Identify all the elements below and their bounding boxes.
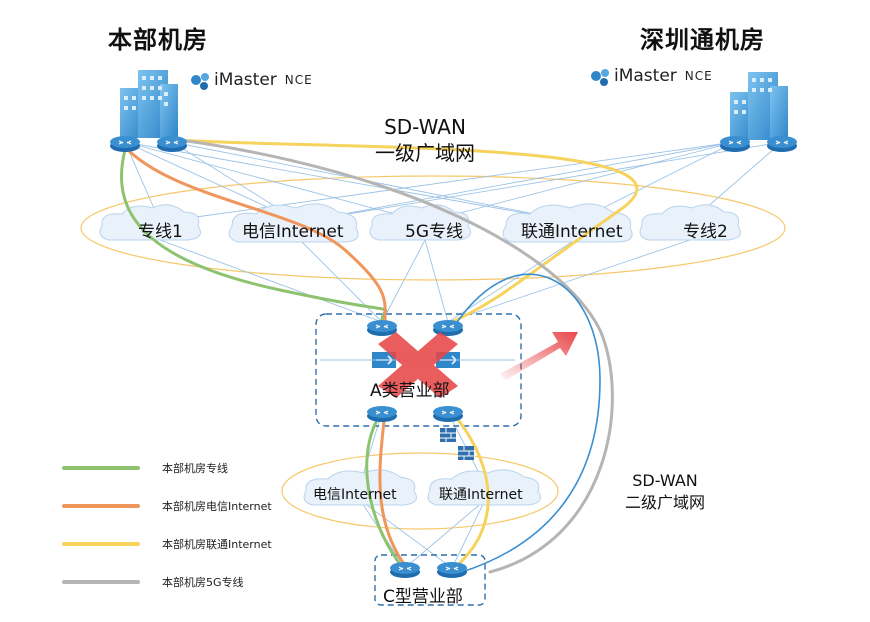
nce-brand: iMaster xyxy=(214,70,277,90)
cloud-wan2-1 xyxy=(303,469,417,506)
site-c-label: C型营业部 xyxy=(383,587,463,607)
hq-title: 本部机房 xyxy=(108,26,208,54)
cloud-wan1-3 xyxy=(369,204,471,241)
wan2-ring xyxy=(281,452,559,530)
site-a-box xyxy=(315,313,522,427)
legend-label: 本部机房5G专线 xyxy=(162,576,244,589)
legend: 本部机房专线 本部机房电信Internet 本部机房联通Internet 本部机… xyxy=(62,459,272,591)
legend-swatch-gray xyxy=(62,580,140,584)
legend-swatch-yellow xyxy=(62,542,140,546)
legend-item: 本部机房电信Internet xyxy=(62,497,272,515)
nce-suffix: NCE xyxy=(684,69,713,83)
router-icon-site-a-top-1 xyxy=(367,320,397,336)
legend-swatch-orange xyxy=(62,504,140,508)
sz-nce-label: iMaster NCE xyxy=(614,66,713,86)
cloud-wan1-4 xyxy=(502,203,633,243)
hq-nce-label: iMaster NCE xyxy=(214,70,313,90)
cloud-label-wan2-telecom: 电信Internet xyxy=(313,487,397,503)
legend-item: 本部机房专线 xyxy=(62,459,272,477)
wan1-title-line1: SD-WAN xyxy=(384,115,466,139)
cloud-wan2-2 xyxy=(427,469,541,506)
wan2-title-line1: SD-WAN xyxy=(632,471,698,490)
site-a-label: A类营业部 xyxy=(370,381,450,401)
wan1-title-line2: 一级广域网 xyxy=(375,141,475,165)
wan2-title: SD-WAN 二级广域网 xyxy=(610,470,720,514)
legend-item: 本部机房联通Internet xyxy=(62,535,272,553)
sz-title: 深圳通机房 xyxy=(640,26,765,54)
path-yellow-unicom xyxy=(173,138,639,570)
router-icon-sz-2 xyxy=(767,136,797,152)
nce-suffix: NCE xyxy=(284,73,313,87)
wan2-clouds xyxy=(303,469,541,506)
routers xyxy=(110,136,797,578)
wan2-title-line2: 二级广域网 xyxy=(624,493,705,512)
legend-swatch-green xyxy=(62,466,140,470)
router-icon-site-c-2 xyxy=(437,562,467,578)
path-blue-wan2 xyxy=(454,273,601,573)
path-orange-telecom xyxy=(126,148,409,570)
router-icon-hq-1 xyxy=(110,136,140,152)
sz-building-icon xyxy=(730,72,788,140)
router-icon-site-a-bottom-1 xyxy=(367,406,397,422)
wan1-title: SD-WAN 一级广域网 xyxy=(355,114,495,166)
router-icon-hq-2 xyxy=(157,136,187,152)
hq-building-icon xyxy=(120,70,178,138)
firewall-icon-1 xyxy=(440,428,456,442)
site-c-box xyxy=(374,554,486,606)
reroute-arrow-icon xyxy=(500,332,578,380)
cloud-label-5g-dedicated: 5G专线 xyxy=(405,222,463,242)
cloud-wan1-1 xyxy=(99,204,201,241)
legend-item: 本部机房5G专线 xyxy=(62,573,272,591)
firewall-icon-2 xyxy=(458,446,474,460)
router-icon-site-a-top-2 xyxy=(433,320,463,336)
cloud-label-dedicated-1: 专线1 xyxy=(138,222,183,242)
wan1-ring xyxy=(80,175,786,281)
cloud-label-telecom-internet: 电信Internet xyxy=(242,222,344,242)
legend-label: 本部机房专线 xyxy=(162,462,228,475)
cloud-wan1-5 xyxy=(639,204,741,241)
legend-label: 本部机房联通Internet xyxy=(162,538,272,551)
path-gray-5g xyxy=(178,138,614,574)
router-icon-site-c-1 xyxy=(390,562,420,578)
router-icon-site-a-bottom-2 xyxy=(433,406,463,422)
router-icon-sz-1 xyxy=(720,136,750,152)
cloud-label-dedicated-2: 专线2 xyxy=(683,222,728,242)
fault-cross-icon xyxy=(378,332,458,398)
legend-label: 本部机房电信Internet xyxy=(162,500,272,513)
cloud-label-wan2-unicom: 联通Internet xyxy=(439,487,523,503)
nce-brand: iMaster xyxy=(614,66,677,86)
imaster-logo-icon-hq xyxy=(191,73,209,90)
cloud-label-unicom-internet: 联通Internet xyxy=(521,222,623,242)
imaster-logo-icon-sz xyxy=(591,69,609,86)
